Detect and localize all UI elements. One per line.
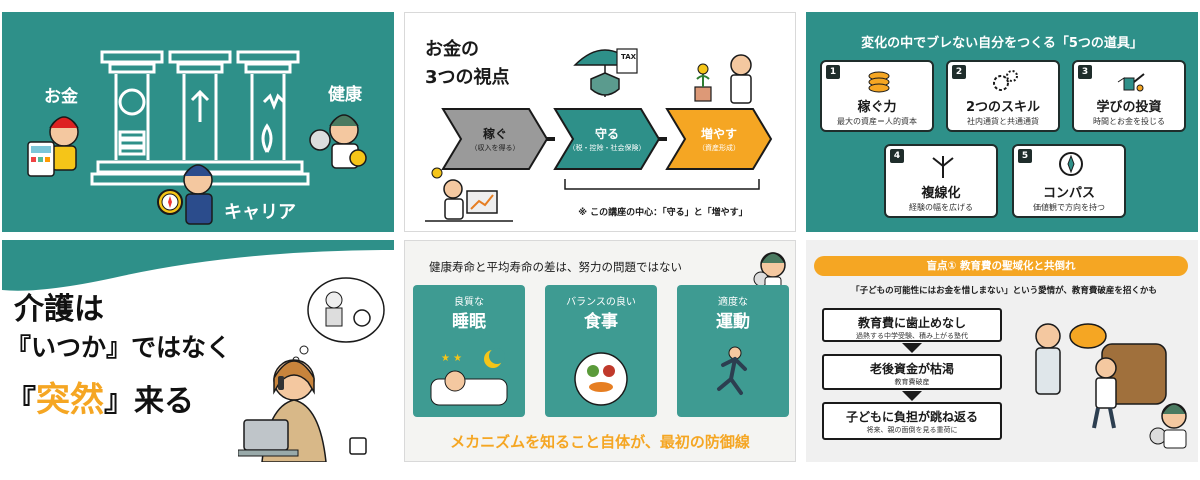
panel-five-tools: 変化の中でブレない自分をつくる「5つの道具」 1 稼ぐ力 最大の資産＝人的資本 … bbox=[806, 12, 1198, 232]
tile-exercise-small: 適度な bbox=[718, 297, 748, 308]
flow-illustration: TAX bbox=[425, 48, 773, 222]
flow-box-1-desc: 過熱する中学受験、積み上がる塾代 bbox=[856, 332, 968, 340]
tax-label: TAX bbox=[621, 53, 637, 61]
down-arrow-icon bbox=[902, 343, 922, 353]
tool-title-2: 2つのスキル bbox=[965, 100, 1041, 115]
tax-document-icon bbox=[616, 48, 638, 74]
tool-num-5: 5 bbox=[1018, 149, 1032, 163]
care-line2: 『いつか』ではなく bbox=[6, 333, 232, 362]
tile-sleep: 良質な 睡眠 ★ ★ bbox=[413, 285, 525, 417]
sleep-illustration: ★ ★ bbox=[421, 341, 517, 411]
svg-text:★ ★: ★ ★ bbox=[441, 353, 462, 364]
panel-money-three-views: お金の 3つの視点 TAX 稼ぐ （収入を得る） 守る （税・控除・社会保険） … bbox=[404, 12, 796, 232]
tool-card-5: 5 コンパス 価値観で方向を持つ bbox=[1012, 144, 1126, 218]
mug-icon bbox=[349, 437, 367, 455]
tile-exercise: 適度な 運動 bbox=[677, 285, 789, 417]
flow-box-3-title: 子どもに負担が跳ね返る bbox=[845, 410, 978, 424]
flow-box-1: 教育費に歯止めなし 過熱する中学受験、積み上がる塾代 bbox=[822, 308, 1002, 342]
title-line2: 3つの視点 bbox=[425, 67, 510, 88]
tool-num-3: 3 bbox=[1078, 65, 1092, 79]
panel-health-lifespan: 健康寿命と平均寿命の差は、努力の問題ではない 良質な 睡眠 ★ ★ バランスの良… bbox=[404, 240, 796, 462]
tool-sub-4: 経験の幅を広げる bbox=[909, 203, 973, 212]
tool-card-1: 1 稼ぐ力 最大の資産＝人的資本 bbox=[820, 60, 934, 132]
coins-icon bbox=[868, 71, 890, 93]
tool-sub-2: 社内通貨と共通通貨 bbox=[967, 117, 1039, 126]
step-grow-arrow bbox=[665, 108, 773, 170]
tool-num-4: 4 bbox=[890, 149, 904, 163]
watering-can-icon bbox=[1117, 73, 1145, 92]
tool-card-2: 2 2つのスキル 社内通貨と共通通貨 bbox=[946, 60, 1060, 132]
step-grow-sub: （資産形成） bbox=[698, 144, 740, 152]
label-health: 健康 bbox=[328, 85, 362, 105]
title-line1: お金の bbox=[425, 39, 479, 60]
tool-sub-5: 価値観で方向を持つ bbox=[1033, 203, 1105, 212]
tile-diet-small: バランスの良い bbox=[566, 297, 636, 308]
tool-title-5: コンパス bbox=[1042, 186, 1095, 201]
tool-num-2: 2 bbox=[952, 65, 966, 79]
tool-title-3: 学びの投資 bbox=[1096, 100, 1162, 115]
runner-illustration bbox=[685, 341, 781, 411]
step-protect-sub: （税・控除・社会保険） bbox=[568, 144, 646, 152]
center-note: ※ この講座の中心：「守る」と「増やす」 bbox=[578, 208, 748, 218]
step-earn-sub: （収入を得る） bbox=[470, 144, 520, 152]
panel-care-sudden: 介護は 『いつか』ではなく 『突然』来る bbox=[2, 240, 394, 462]
panel-life-pillars: お金 健康 キャリア bbox=[2, 12, 394, 232]
tool-title-4: 複線化 bbox=[921, 186, 961, 201]
step-grow-label: 増やす bbox=[700, 127, 737, 141]
panel-education-cost: 盲点① 教育費の聖域化と共倒れ 「子どもの可能性にはお金を惜しまない」という愛情… bbox=[806, 240, 1198, 462]
tool-num-1: 1 bbox=[826, 65, 840, 79]
care-line3: 『突然』来る bbox=[6, 372, 194, 421]
piggy-bank-icon bbox=[1069, 323, 1107, 349]
tile-exercise-big: 運動 bbox=[716, 312, 750, 332]
five-tools-title: 変化の中でブレない自分をつくる「5つの道具」 bbox=[861, 36, 1143, 51]
wave-background bbox=[2, 240, 394, 291]
pillars-illustration bbox=[27, 50, 367, 225]
shield-yen-icon bbox=[590, 72, 620, 96]
flow-box-2: 老後資金が枯渇 教育費破産 bbox=[822, 354, 1002, 390]
woman-on-phone-illustration bbox=[238, 277, 385, 462]
flow-box-2-title: 老後資金が枯渇 bbox=[869, 362, 954, 376]
family-burden-illustration bbox=[1035, 323, 1187, 449]
flow-box-1-title: 教育費に歯止めなし bbox=[857, 316, 966, 330]
tile-diet: バランスの良い 食事 bbox=[545, 285, 657, 417]
label-money: お金 bbox=[44, 87, 78, 107]
step-earn-label: 稼ぐ bbox=[482, 127, 507, 141]
flow-box-2-desc: 教育費破産 bbox=[894, 378, 930, 386]
wheelchair-icon bbox=[353, 309, 371, 327]
thought-bubble bbox=[307, 277, 385, 343]
tool-card-4: 4 複線化 経験の幅を広げる bbox=[884, 144, 998, 218]
step-earn-arrow bbox=[441, 108, 549, 170]
gears-icon bbox=[993, 70, 1018, 91]
laptop-icon bbox=[243, 419, 289, 451]
meal-illustration bbox=[553, 341, 649, 411]
step-protect-label: 守る bbox=[594, 127, 619, 141]
care-line3-open: 『 bbox=[6, 384, 36, 419]
flow-box-3-desc: 将来、親の面倒を見る重荷に bbox=[866, 426, 958, 434]
tile-sleep-big: 睡眠 bbox=[452, 312, 486, 332]
step-protect-arrow bbox=[553, 108, 661, 170]
blindspot-quote: 「子どもの可能性にはお金を惜しまない」という愛情が、教育費破産を招くかも bbox=[851, 286, 1157, 296]
tool-sub-1: 最大の資産＝人的資本 bbox=[837, 117, 917, 126]
doctor-avatar bbox=[753, 252, 786, 289]
health-title: 健康寿命と平均寿命の差は、努力の問題ではない bbox=[429, 260, 682, 274]
tool-card-3: 3 学びの投資 時間とお金を投じる bbox=[1072, 60, 1186, 132]
blindspot-banner: 盲点① 教育費の聖域化と共倒れ bbox=[814, 256, 1188, 276]
compass-icon bbox=[1059, 152, 1083, 176]
tile-sleep-small: 良質な bbox=[454, 297, 484, 308]
tool-title-1: 稼ぐ力 bbox=[857, 100, 897, 115]
tool-sub-3: 時間とお金を投じる bbox=[1093, 117, 1165, 126]
health-footer: メカニズムを知ること自体が、最初の防御線 bbox=[450, 433, 750, 451]
flow-box-3: 子どもに負担が跳ね返る 将来、親の面倒を見る重荷に bbox=[822, 402, 1002, 440]
care-line3-accent: 突然 bbox=[36, 380, 104, 420]
down-arrow-icon bbox=[902, 391, 922, 401]
care-line3-close: 』来る bbox=[104, 384, 194, 419]
tile-diet-big: 食事 bbox=[584, 312, 618, 332]
label-career: キャリア bbox=[224, 202, 296, 223]
care-line1: 介護は bbox=[14, 292, 104, 327]
branching-arrows-icon bbox=[932, 156, 954, 178]
